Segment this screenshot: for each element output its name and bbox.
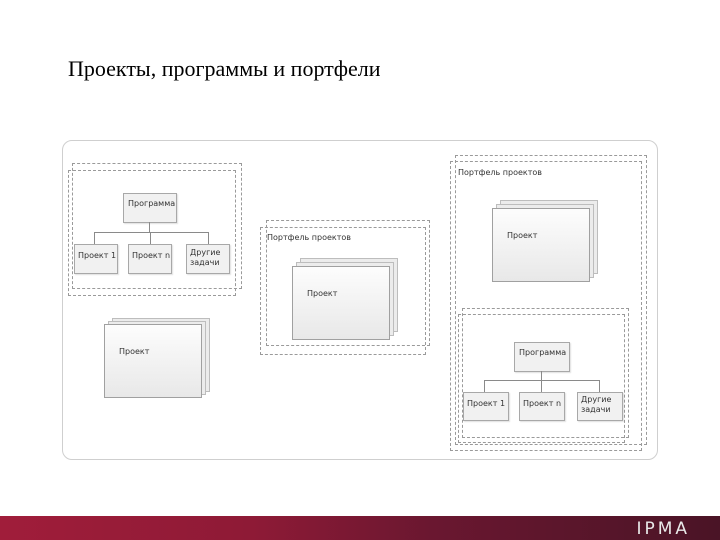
connector-line — [541, 371, 542, 380]
portfolio-dashed-inner — [450, 161, 642, 451]
portfolio-dashed-outer — [455, 155, 647, 445]
connector-line — [484, 380, 485, 392]
program-label: Программа — [519, 348, 567, 357]
project-label: Проект — [307, 289, 338, 298]
ipma-logo: IPMA — [636, 519, 690, 539]
connector-line — [541, 380, 542, 392]
connector-line — [149, 222, 150, 232]
project-1-label: Проект 1 — [467, 399, 506, 408]
project-label: Проект — [119, 347, 150, 356]
program-box: Программа — [123, 193, 177, 223]
program-label: Программа — [128, 199, 176, 208]
connector-line — [94, 232, 208, 233]
project-n-box: Проект n — [128, 244, 172, 274]
other-tasks-label: Другие задачи — [581, 395, 612, 414]
portfolio-label: Портфель проектов — [267, 233, 352, 242]
slide-title: Проекты, программы и портфели — [68, 56, 381, 81]
project-label: Проект — [507, 231, 538, 240]
program-dashed-outer — [462, 308, 629, 438]
connector-line — [208, 232, 209, 244]
other-tasks-label: Другие задачи — [190, 248, 221, 267]
connector-line — [94, 232, 95, 244]
portfolio-dashed-outer — [266, 220, 430, 346]
project-box: Проект — [292, 266, 390, 340]
project-1-box: Проект 1 — [463, 392, 509, 421]
project-n-label: Проект n — [132, 251, 171, 260]
project-1-box: Проект 1 — [74, 244, 118, 274]
connector-line — [599, 380, 600, 392]
portfolio-label: Портфель проектов — [458, 168, 543, 177]
other-tasks-box: Другие задачи — [186, 244, 230, 274]
footer-bar: IPMA — [0, 516, 720, 540]
project-box: Проект — [104, 324, 202, 398]
other-tasks-box: Другие задачи — [577, 392, 623, 421]
connector-line — [150, 232, 151, 244]
connector-line — [484, 380, 600, 381]
program-box: Программа — [514, 342, 570, 372]
program-dashed-outer — [72, 163, 242, 289]
program-dashed-inner — [458, 314, 625, 443]
program-dashed-inner — [68, 170, 236, 296]
project-1-label: Проект 1 — [78, 251, 117, 260]
portfolio-dashed-inner — [260, 227, 426, 355]
project-n-box: Проект n — [519, 392, 565, 421]
project-n-label: Проект n — [523, 399, 562, 408]
project-box: Проект — [492, 208, 590, 282]
